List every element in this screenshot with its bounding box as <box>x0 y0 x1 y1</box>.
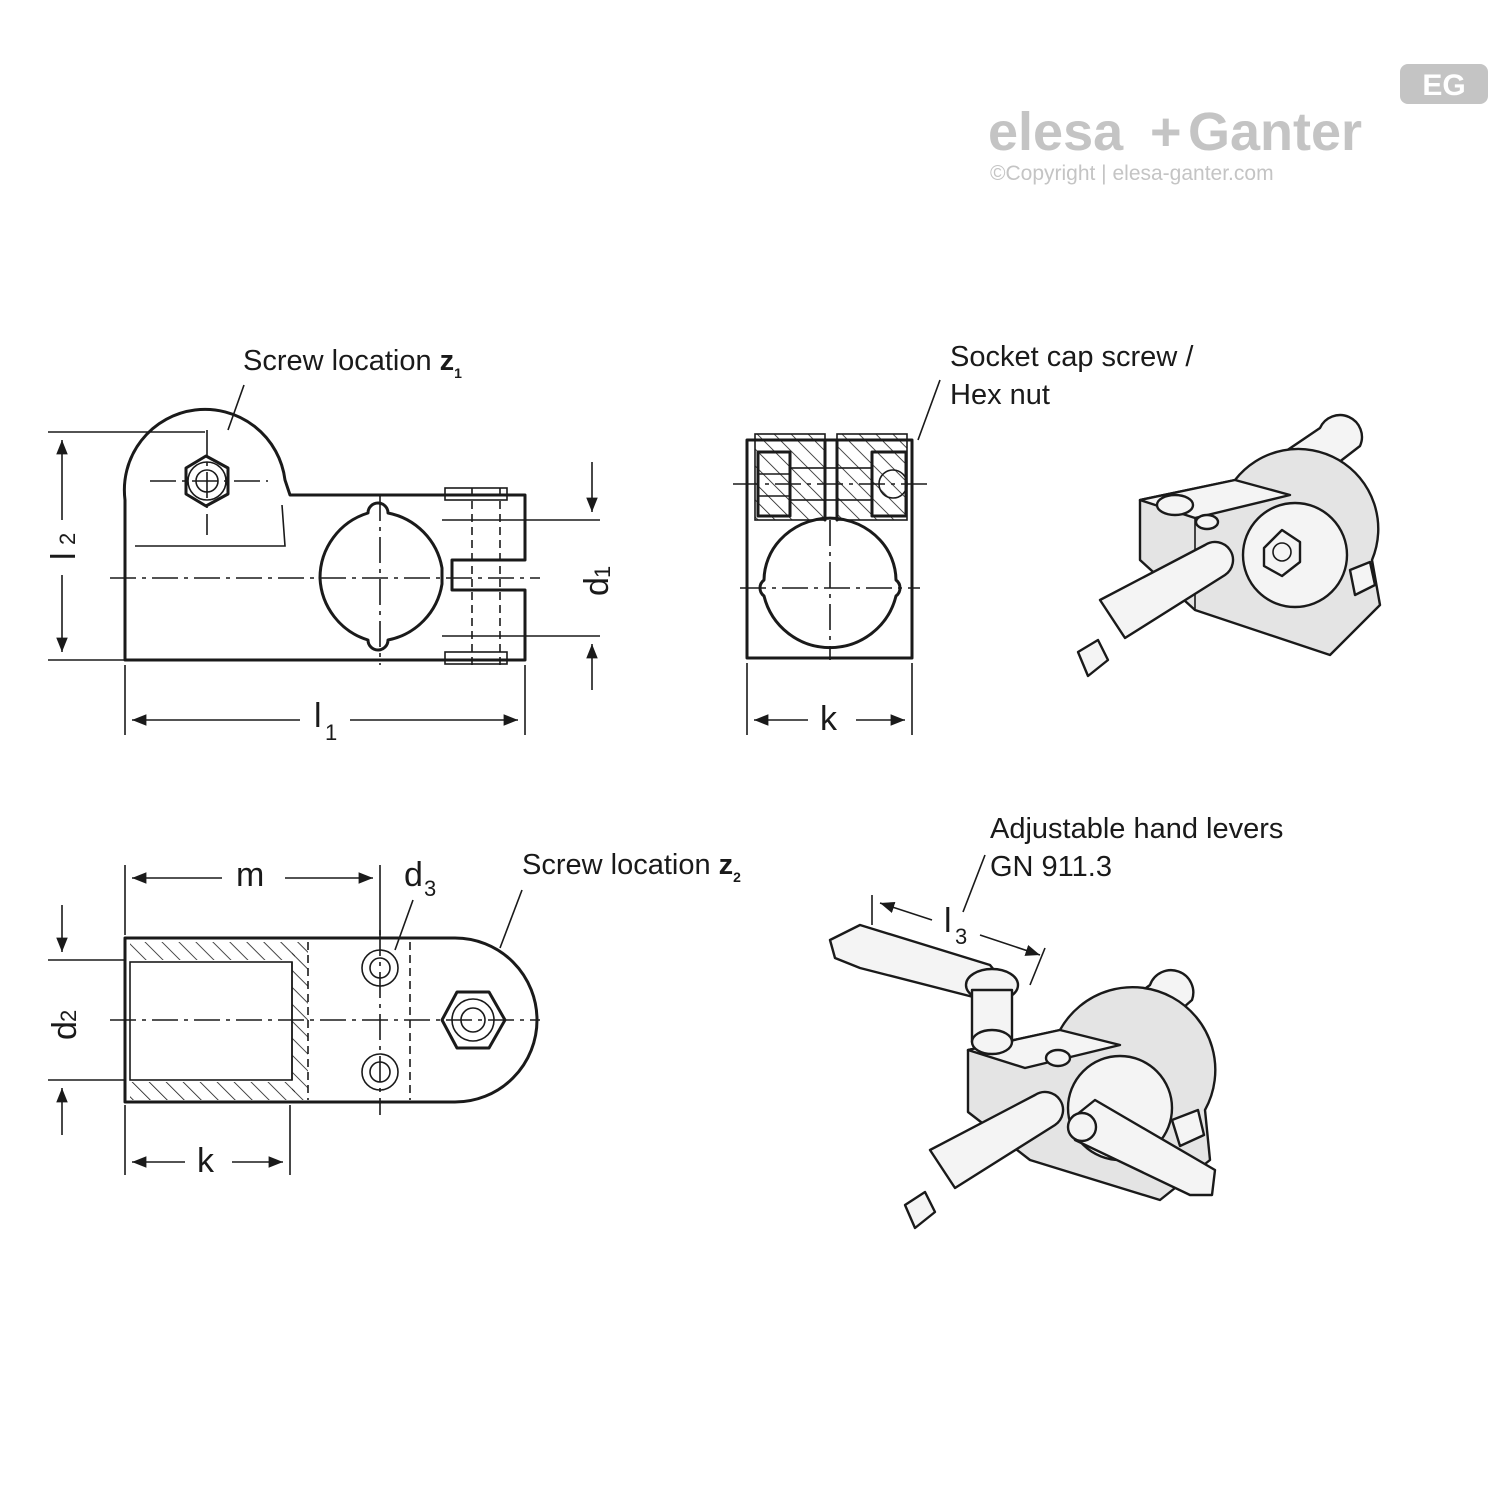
eg-badge-text: EG <box>1422 69 1465 102</box>
l3-label: l <box>944 902 952 940</box>
d3-label: d <box>404 856 423 894</box>
dim-l2: l 2 <box>45 431 205 661</box>
screw-z2-sub: 2 <box>733 869 741 885</box>
d1-label: d <box>578 577 616 596</box>
d3-sub: 3 <box>424 876 436 901</box>
dim-d3: d 3 <box>394 856 436 951</box>
k-bottom-label: k <box>197 1142 215 1180</box>
dim-l3: l 3 <box>871 895 1046 986</box>
front-view <box>733 433 928 660</box>
eg-badge <box>1400 64 1488 104</box>
dim-m: m <box>124 856 381 935</box>
k-front-label: k <box>820 700 838 738</box>
svg-text:Screw location z2: Screw location z2 <box>522 849 741 885</box>
l1-sub: 1 <box>325 720 337 745</box>
l1-label: l <box>314 697 322 735</box>
label-hand-levers: Adjustable hand levers GN 911.3 <box>962 813 1283 913</box>
d1-sub: 1 <box>590 566 615 578</box>
dim-k-front: k <box>746 663 913 738</box>
dim-l1: l 1 <box>124 665 526 745</box>
m-label: m <box>236 856 264 894</box>
d2-sub: 2 <box>56 1010 81 1022</box>
l2-sub: 2 <box>55 533 80 545</box>
screw-z1-text: Screw location <box>243 345 440 377</box>
label-screw-z2: Screw location z2 <box>499 849 741 949</box>
logo-elesa: elesa <box>988 102 1124 162</box>
label-screw-z1: Screw location z1 <box>227 345 462 431</box>
dim-d1: d 1 <box>578 462 616 690</box>
levers-line1: Adjustable hand levers <box>990 813 1283 845</box>
d2-label: d <box>46 1021 84 1040</box>
svg-text:Screw location z1: Screw location z1 <box>243 345 462 381</box>
screw-z1-sub: 1 <box>454 365 462 381</box>
dim-d2: d 2 <box>46 905 84 1135</box>
screw-z1-var: z <box>440 345 455 377</box>
iso-view-levers <box>828 923 1217 1230</box>
side-view <box>110 407 600 665</box>
levers-line2: GN 911.3 <box>990 851 1112 883</box>
socket-line2: Hex nut <box>950 379 1050 411</box>
logo-plus: + <box>1150 102 1182 162</box>
socket-line1: Socket cap screw / <box>950 341 1194 373</box>
dim-k-bottom: k <box>124 1105 291 1180</box>
screw-z2-text: Screw location <box>522 849 719 881</box>
logo-ganter: Ganter <box>1188 102 1362 162</box>
screw-z2-var: z <box>719 849 734 881</box>
brand-logo: elesa + Ganter EG ©Copyright | elesa-gan… <box>988 64 1488 185</box>
l3-sub: 3 <box>955 924 967 949</box>
copyright-text: ©Copyright | elesa-ganter.com <box>990 162 1274 185</box>
iso-view-clamp <box>1076 413 1382 678</box>
l2-label: l <box>45 552 83 560</box>
label-socket-screw: Socket cap screw / Hex nut <box>917 341 1194 441</box>
bottom-view <box>48 930 540 1115</box>
